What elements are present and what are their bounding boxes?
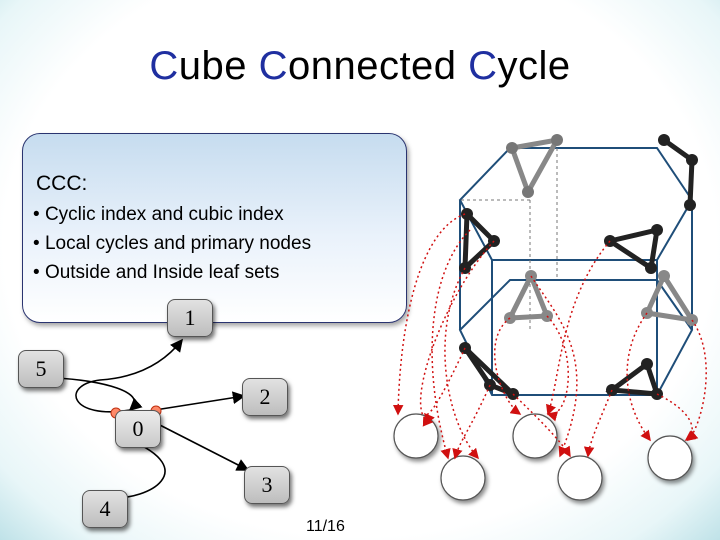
title-c3: C	[468, 44, 498, 88]
cycle-bottom-right	[605, 359, 661, 397]
title-rest1: ube	[178, 44, 259, 88]
title-rest3: ycle	[497, 44, 571, 88]
cycle-top-left	[462, 208, 498, 274]
cube-edges	[458, 147, 694, 396]
edge-0-to-1	[75, 338, 183, 413]
cycle-bottom-left	[462, 346, 515, 397]
leaf-circle-3	[512, 413, 558, 459]
node-2: 2	[242, 378, 288, 416]
node-1: 1	[167, 299, 213, 337]
title-c1: C	[149, 44, 179, 88]
leaf-circles	[393, 413, 693, 501]
edge-0-to-2	[154, 391, 246, 411]
bullet-item: Local cycles and primary nodes	[33, 229, 311, 258]
cycle-top-back-left	[508, 136, 562, 198]
node-0: 0	[115, 410, 161, 448]
bullet-item: Cyclic index and cubic index	[33, 200, 311, 229]
edge-5-to-0	[54, 377, 143, 412]
node-4: 4	[82, 490, 128, 528]
cycle-top-right	[603, 226, 661, 273]
leaf-circle-5	[647, 435, 693, 481]
red-arrows	[392, 213, 707, 460]
cycle-mid-left	[505, 269, 551, 321]
info-heading: CCC:	[36, 172, 88, 195]
title-rest2: onnected	[287, 44, 469, 88]
bullet-item: Outside and Inside leaf sets	[33, 258, 311, 287]
slide-title: Cube Connected Cycle	[0, 44, 720, 89]
leaf-circle-2	[440, 455, 486, 501]
bullet-list: Cyclic index and cubic index Local cycle…	[33, 200, 311, 287]
node-3: 3	[244, 466, 290, 504]
page-number: 11/16	[306, 518, 345, 535]
cycle-mid-right	[643, 270, 698, 324]
edge-0-to-3	[149, 419, 250, 471]
leaf-circle-1	[393, 413, 439, 459]
node-5: 5	[18, 350, 64, 388]
leaf-circle-4	[557, 455, 603, 501]
cube-hidden-edges	[460, 148, 558, 330]
title-c2: C	[258, 44, 288, 88]
